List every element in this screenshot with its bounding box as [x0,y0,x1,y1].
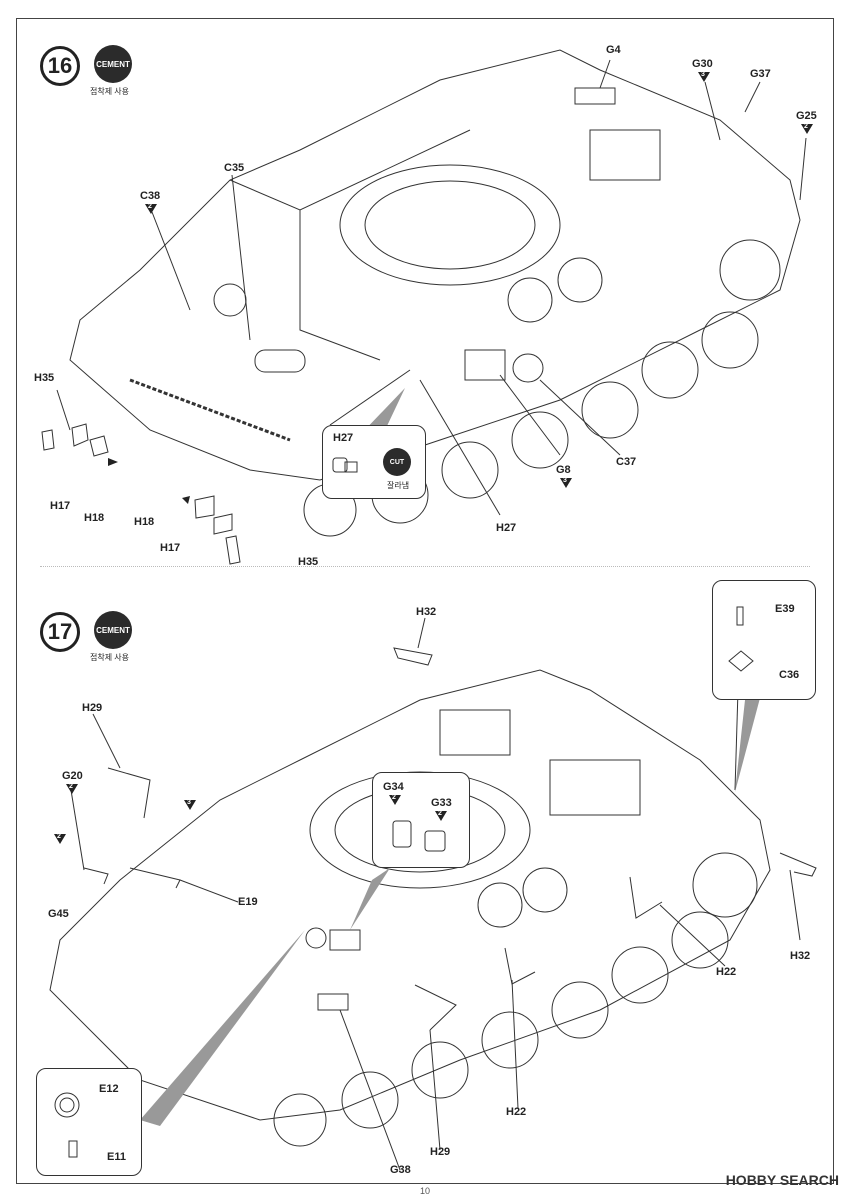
label-h29-b: H29 [430,1146,451,1158]
c35-part [254,349,306,373]
h32-part-a [393,647,433,666]
qty-g8: 3 [560,477,572,488]
cut-caption: 잘라냄 [387,481,410,490]
label-h22-a: H22 [716,966,737,978]
label-h35-a: H35 [34,372,55,384]
g34-g33-callout: G34 2 G33 2 [372,772,470,868]
label-h18-a: H18 [84,512,105,524]
qty-g30: 3 [698,71,710,82]
label-h17-a: H17 [50,500,71,512]
qty-g33: 2 [435,810,447,821]
g4-part [574,87,616,105]
c37-part [512,353,544,383]
label-c36: C36 [779,669,800,681]
label-g8: G8 [556,464,571,476]
qty-g45: 2 [54,833,66,844]
label-c35: C35 [224,162,245,174]
step17-road-wheels [273,852,758,1147]
label-c38: C38 [140,190,161,202]
hatch-circle [213,283,247,317]
step16-hull [69,49,801,481]
label-h32-b: H32 [790,950,811,962]
label-h35-b: H35 [298,556,319,568]
label-c37: C37 [616,456,637,468]
qty-g34: 2 [389,794,401,805]
h27-cut-callout: H27 CUT 잘라냄 [322,425,426,499]
qty-g20: 2 [66,783,78,794]
label-h27-a: H27 [333,432,354,444]
qty-c38: 2 [145,203,157,214]
label-g20: G20 [62,770,83,782]
step17-hull [49,669,771,1121]
step16-road-wheels [303,239,781,537]
qty-3: 3 [184,799,196,810]
watermark-logo: HOBBY SEARCH [725,1172,839,1188]
cut-badge: CUT [383,448,411,476]
label-e39: E39 [775,603,795,615]
page-number: 10 [420,1186,431,1196]
cement-badge: CEMENT [94,611,132,649]
label-h22-b: H22 [506,1106,527,1118]
label-h32-a: H32 [416,606,437,618]
label-g45: G45 [48,908,69,920]
label-g38: G38 [390,1164,411,1176]
step-number-16: 16 [40,46,80,86]
cement-caption: 접착제 사용 [90,653,130,662]
g8-part [464,349,506,381]
page-frame [16,18,834,1184]
label-h17-b: H17 [160,542,181,554]
cement-caption: 접착제 사용 [90,87,130,96]
direction-arrows [108,458,190,504]
step-number-17: 17 [40,612,80,652]
label-g25: G25 [796,110,817,122]
label-g33: G33 [431,797,452,809]
label-h27-b: H27 [496,522,517,534]
label-e19: E19 [238,896,258,908]
e12-e11-callout: E12 E11 [36,1068,142,1176]
label-g34: G34 [383,781,404,793]
step-separator [40,566,810,567]
label-e12: E12 [99,1083,119,1095]
label-h29-a: H29 [82,702,103,714]
qty-g25: 2 [801,123,813,134]
label-e11: E11 [107,1151,126,1163]
label-g37: G37 [750,68,771,80]
label-g4: G4 [606,44,621,56]
e39-c36-callout: E39 C36 [712,580,816,700]
label-h18-b: H18 [134,516,155,528]
label-g30: G30 [692,58,713,70]
cement-badge: CEMENT [94,45,132,83]
